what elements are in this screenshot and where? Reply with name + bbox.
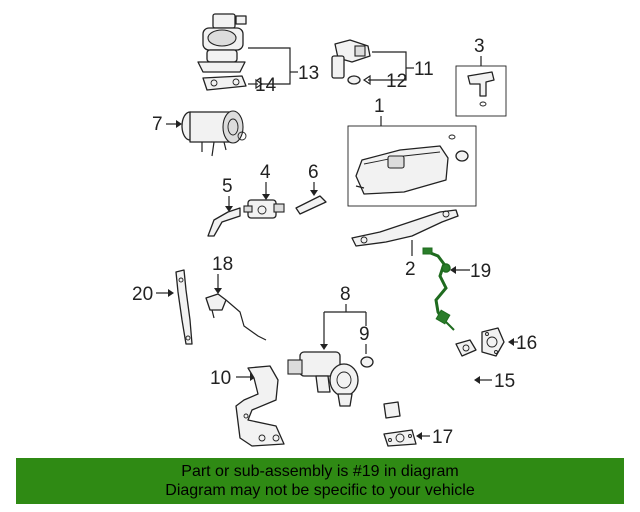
part-bracket-3[interactable] bbox=[455, 65, 507, 117]
callout-20: 20 bbox=[132, 284, 153, 305]
callout-13: 13 bbox=[298, 63, 319, 84]
callout-15: 15 bbox=[494, 371, 515, 392]
callout-9: 9 bbox=[359, 324, 370, 345]
callout-17: 17 bbox=[432, 427, 453, 448]
part-bracket-2[interactable] bbox=[351, 209, 459, 247]
part-oxygen-sensor-19[interactable] bbox=[422, 247, 455, 331]
part-bracket-10[interactable] bbox=[235, 365, 285, 447]
part-hose-5[interactable] bbox=[207, 207, 241, 237]
part-egr-valve[interactable] bbox=[197, 13, 247, 73]
callout-11: 11 bbox=[414, 59, 434, 80]
callout-12: 12 bbox=[386, 71, 407, 92]
callout-5: 5 bbox=[222, 176, 233, 197]
part-bracket-20[interactable] bbox=[175, 269, 193, 345]
part-valve-8[interactable] bbox=[287, 351, 359, 407]
part-o-ring-9[interactable] bbox=[360, 356, 374, 368]
part-sensor-18[interactable] bbox=[205, 293, 267, 341]
callout-16: 16 bbox=[516, 333, 537, 354]
callout-1: 1 bbox=[374, 96, 385, 117]
part-hose-6[interactable] bbox=[295, 195, 327, 215]
callout-19: 19 bbox=[470, 261, 491, 282]
part-o-ring-12[interactable] bbox=[347, 75, 361, 85]
part-egr-pipe-15[interactable] bbox=[383, 339, 477, 419]
banner-line-2: Diagram may not be specific to your vehi… bbox=[165, 482, 475, 499]
callout-6: 6 bbox=[308, 162, 319, 183]
part-egr-gasket[interactable] bbox=[202, 75, 247, 91]
info-banner: Part or sub-assembly is #19 in diagram D… bbox=[16, 458, 624, 504]
callout-lines-13-14 bbox=[248, 47, 298, 90]
banner-line-1: Part or sub-assembly is #19 in diagram bbox=[181, 463, 459, 480]
part-valve-4[interactable] bbox=[243, 199, 285, 219]
callout-3: 3 bbox=[474, 36, 485, 57]
part-gasket-16[interactable] bbox=[481, 327, 505, 357]
callout-2: 2 bbox=[405, 259, 416, 280]
callout-14: 14 bbox=[255, 75, 277, 96]
callout-lines-8-9 bbox=[320, 304, 367, 350]
part-vacuum-sensor[interactable] bbox=[331, 39, 371, 79]
callout-18: 18 bbox=[212, 254, 233, 275]
callout-lines-11-12 bbox=[362, 51, 414, 86]
part-pump-7[interactable] bbox=[181, 110, 247, 157]
part-canister-1[interactable] bbox=[347, 125, 477, 207]
callout-10: 10 bbox=[210, 368, 231, 389]
callout-4: 4 bbox=[260, 162, 271, 183]
callout-7: 7 bbox=[152, 114, 163, 135]
part-gasket-17[interactable] bbox=[383, 429, 417, 447]
callout-8: 8 bbox=[340, 284, 351, 305]
